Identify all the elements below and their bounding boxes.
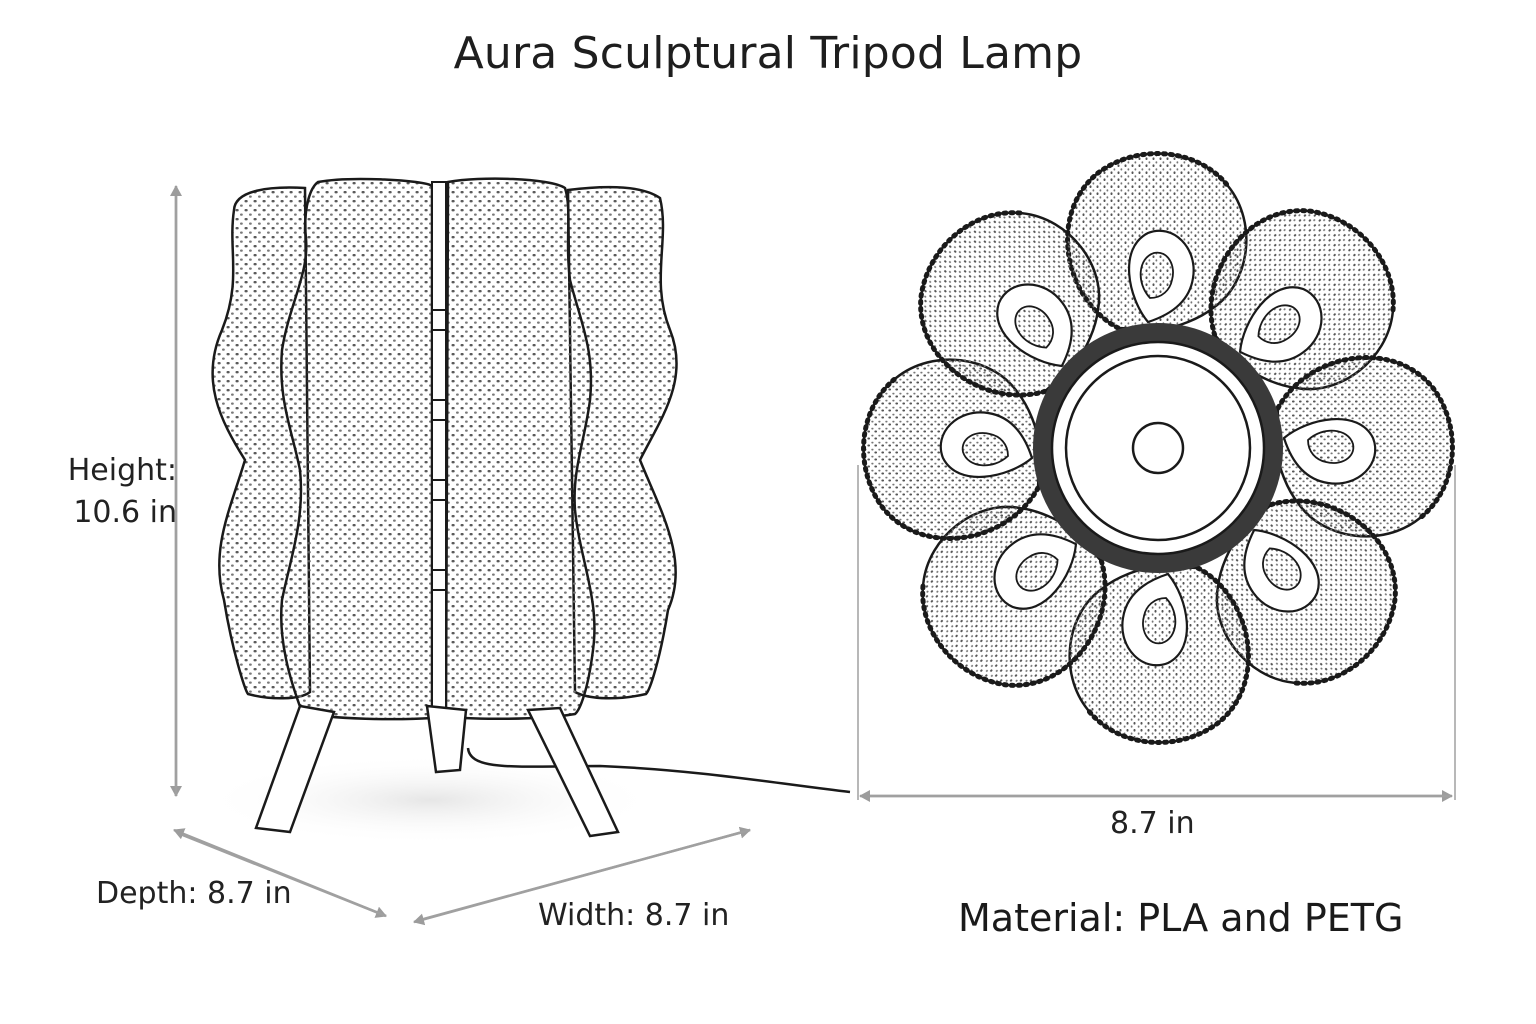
outer-left-lobe: [211, 186, 312, 700]
petal: [861, 358, 1042, 541]
top-view-width-label: 8.7 in: [1110, 806, 1195, 841]
height-label-caption: Height:: [67, 453, 177, 488]
top-width-dimension: [857, 465, 1456, 802]
petal: [1274, 355, 1455, 538]
petal: [1065, 151, 1248, 332]
diagram-title: Aura Sculptural Tripod Lamp: [453, 28, 1083, 79]
floor-shadow: [200, 755, 660, 845]
bulb-socket: [1131, 421, 1185, 475]
depth-dimension: [173, 828, 387, 918]
height-label: Height: 10.6 in: [52, 450, 177, 534]
center-seam: [431, 181, 447, 719]
petal: [920, 505, 1108, 688]
petal: [1215, 498, 1398, 686]
seam-ticks: [432, 309, 446, 591]
petal: [918, 210, 1101, 398]
right-mid-lobe: [444, 177, 596, 721]
depth-label: Depth: 8.7 in: [96, 876, 292, 911]
height-label-value: 10.6 in: [73, 495, 177, 530]
leg-left: [254, 704, 336, 834]
width-dimension: [413, 826, 751, 926]
leg-right: [526, 706, 620, 838]
material-label: Material: PLA and PETG: [958, 896, 1404, 940]
petals-group: [861, 151, 1455, 745]
width-label: Width: 8.7 in: [538, 898, 730, 933]
top-view: [861, 151, 1455, 745]
petal: [1208, 208, 1396, 391]
outer-right-lobe: [566, 185, 678, 700]
power-cord: [466, 747, 851, 794]
front-view: [200, 177, 851, 845]
leg-center: [425, 704, 468, 774]
